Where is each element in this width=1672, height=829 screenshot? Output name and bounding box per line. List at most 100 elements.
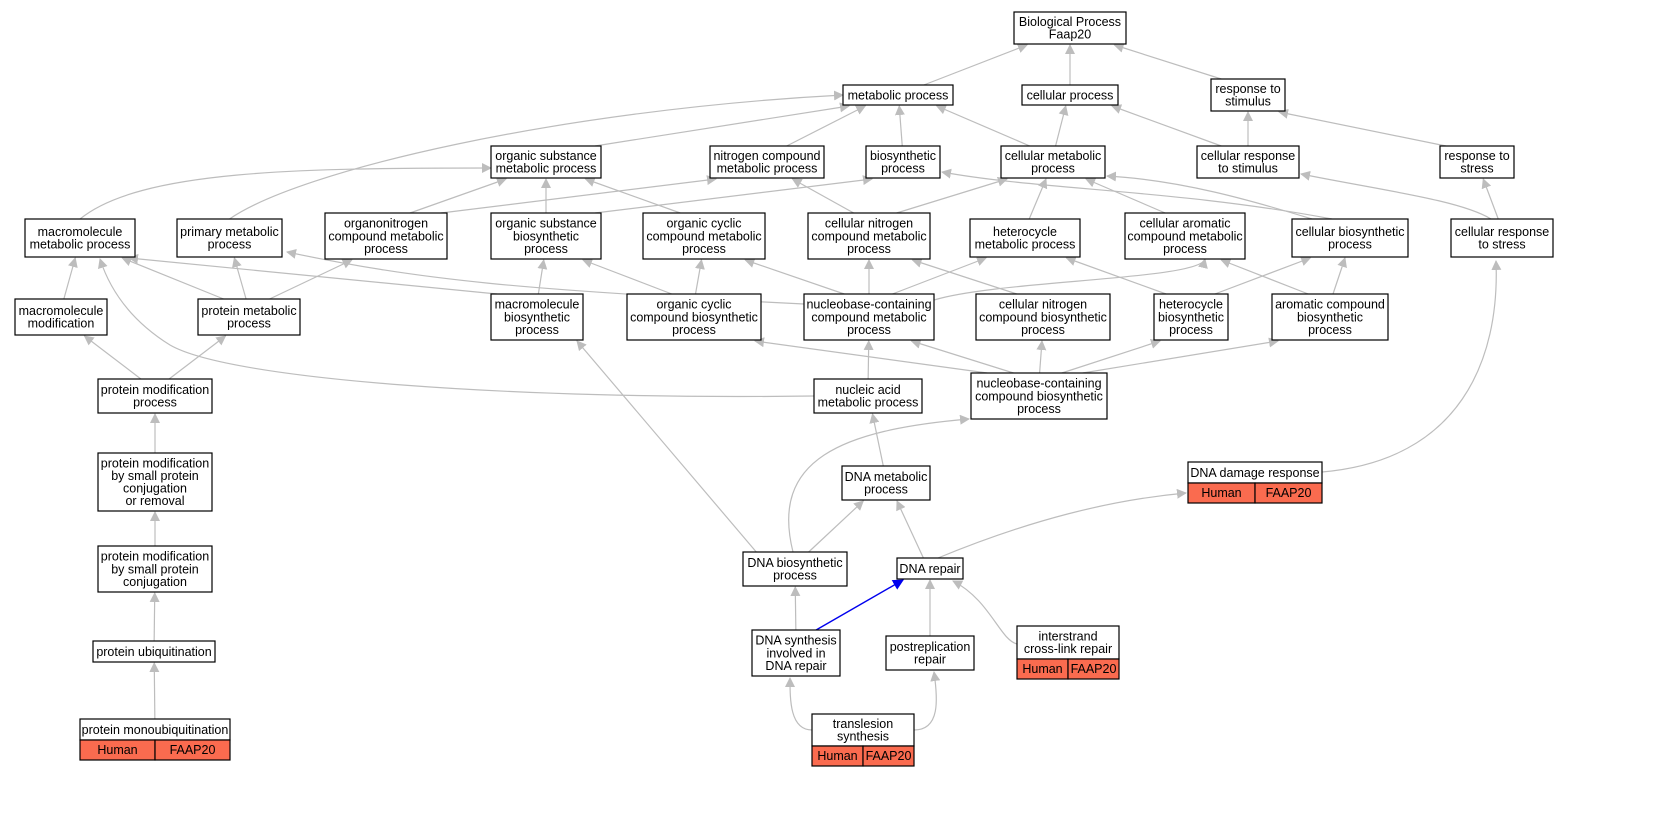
- node-label-line: organic substance: [495, 217, 597, 231]
- node-box: [842, 84, 954, 106]
- edge-organic_substance_metabolic-to-metabolic: [594, 102, 850, 147]
- edge-cellular_response_stress-to-response_stress: [1481, 178, 1499, 220]
- edge-nucleobase_metabolic-to-heterocycle_metabolic: [892, 256, 987, 295]
- node-label-line: interstrand: [1038, 630, 1097, 644]
- edge-metabolic-to-root: [923, 43, 1028, 86]
- node-label-line: DNA metabolic: [845, 470, 928, 484]
- edge-cellular_response_stimulus-to-cellular: [1111, 104, 1222, 147]
- annotation-gene-cell: [1254, 482, 1323, 504]
- node-label-line: DNA damage response: [1190, 466, 1319, 480]
- edge-dna_synthesis_repair-to-dna_repair: [815, 579, 904, 631]
- node-label-line: organic substance: [495, 149, 597, 163]
- go-node-dna-repair[interactable]: DNA repair: [896, 557, 964, 580]
- node-label-line: cellular response: [1201, 149, 1296, 163]
- node-label-line: process: [1328, 238, 1372, 252]
- node-label-line: organonitrogen: [344, 217, 428, 231]
- node-box: [1153, 293, 1229, 341]
- node-box: [24, 218, 136, 258]
- node-label-line: cellular nitrogen: [999, 298, 1087, 312]
- node-label-line: primary metabolic: [180, 225, 279, 239]
- edge-organonitrogen-to-nitrogen_compound_metabolic: [440, 175, 717, 214]
- edge-nucleobase_metabolic-to-cellular_aromatic: [933, 258, 1208, 301]
- node-label-line: process: [1169, 323, 1213, 337]
- edge-dna_biosynthetic-to-nucleobase_biosynthetic: [788, 414, 970, 553]
- node-label-line: process: [672, 323, 716, 337]
- edge-protein_metabolic-to-macromolecule_metabolic: [121, 256, 224, 300]
- node-label-line: cellular response: [1455, 225, 1550, 239]
- annotation-gene-label: FAAP20: [1071, 662, 1117, 676]
- edge-translesion-to-dna_synthesis_repair: [785, 677, 813, 731]
- annotation-gene-cell: [862, 745, 915, 767]
- edge-nucleobase_biosynthetic-to-organic_cyclic_biosynthetic: [754, 337, 988, 374]
- go-node-cellular[interactable]: cellular process: [1021, 84, 1119, 106]
- edge-organic_cyclic_biosynthetic-to-organic_cyclic_metabolic: [694, 259, 705, 295]
- node-box: [709, 145, 825, 179]
- node-label-line: compound metabolic: [328, 229, 443, 243]
- node-label-line: process: [847, 323, 891, 337]
- node-label-line: synthesis: [837, 730, 889, 744]
- edge-protein_modification-to-protein_metabolic: [168, 335, 227, 380]
- go-node-metabolic[interactable]: metabolic process: [842, 84, 954, 106]
- node-label-line: nucleic acid: [835, 383, 900, 397]
- node-box: [742, 551, 848, 587]
- edge-cellular_nitrogen_metabolic-to-nitrogen_compound_metabolic: [791, 178, 854, 214]
- node-label-line: process: [1308, 323, 1352, 337]
- annotation-species-label: Human: [97, 743, 137, 757]
- edge-nucleic_acid_metabolic-to-nucleobase_metabolic: [863, 340, 874, 380]
- edge-cellular_metabolic-to-metabolic: [935, 104, 1030, 147]
- node-box: [490, 212, 602, 260]
- edge-cellular_aromatic-to-cellular_metabolic: [1085, 177, 1166, 214]
- node-box: [975, 293, 1111, 341]
- node-label-line: repair: [914, 653, 946, 667]
- node-label-line: process: [515, 323, 559, 337]
- node-label-line: heterocycle: [1159, 298, 1223, 312]
- node-label-line: biosynthetic: [513, 229, 579, 243]
- edge-organonitrogen-to-organic_substance_metabolic: [409, 177, 507, 214]
- edge-protein_modification-to-macromolecule_modification: [83, 335, 142, 380]
- node-label-line: process: [1021, 323, 1065, 337]
- node-box: [490, 293, 584, 341]
- annotation-gene-label: FAAP20: [866, 749, 912, 763]
- node-label-line: postreplication: [890, 640, 971, 654]
- go-node-protein-ubiquitination[interactable]: protein ubiquitination: [92, 640, 216, 663]
